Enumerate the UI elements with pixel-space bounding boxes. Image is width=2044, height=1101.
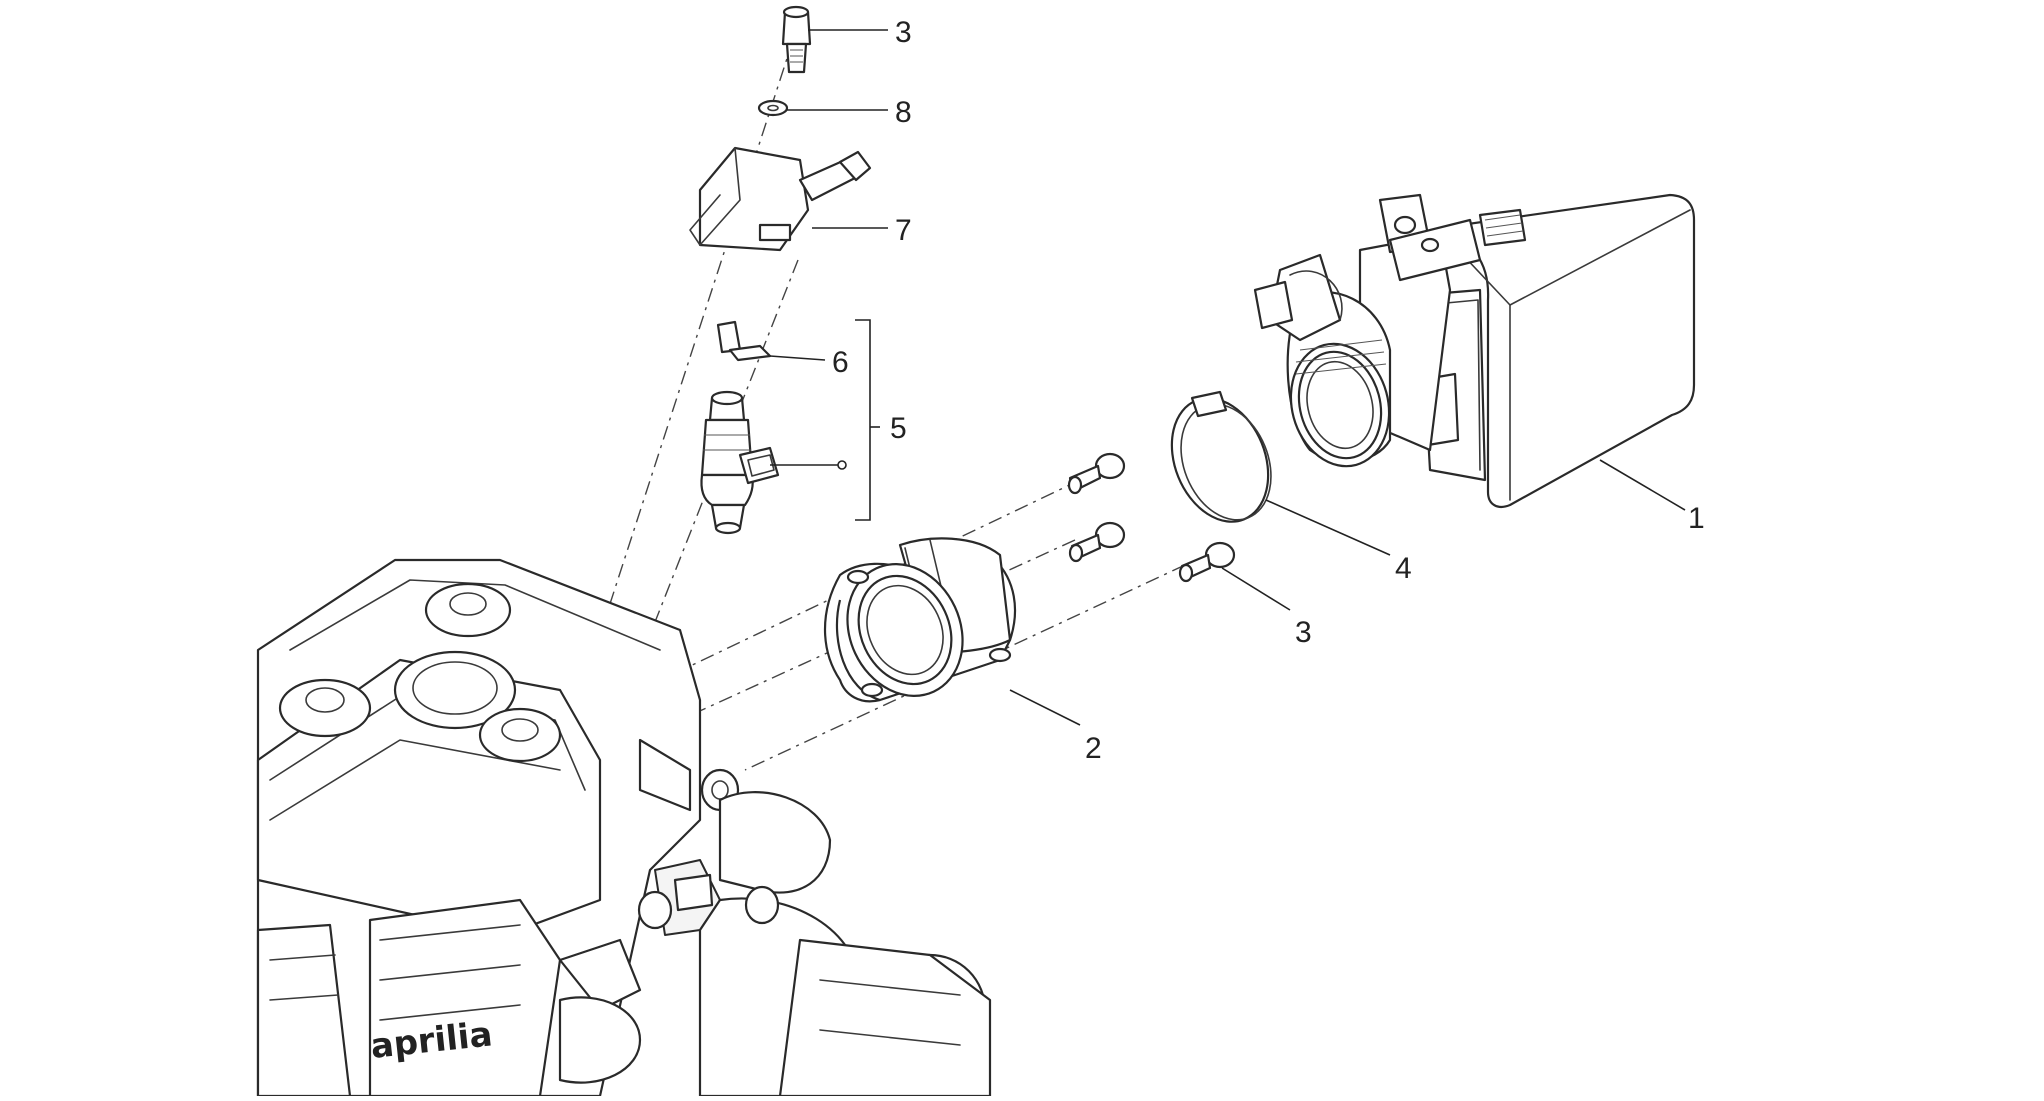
bolt-manifold-upper bbox=[1067, 452, 1126, 495]
callout-2: 2 bbox=[1085, 732, 1102, 765]
leader-lines bbox=[769, 29, 1686, 726]
intake-manifold bbox=[824, 537, 1017, 703]
callout-7: 7 bbox=[895, 214, 912, 247]
engine-cylinder-head bbox=[256, 558, 992, 1098]
callout-1: 1 bbox=[1688, 502, 1705, 535]
callout-3-right: 3 bbox=[1295, 616, 1312, 649]
washer bbox=[757, 99, 789, 117]
callout-3-top: 3 bbox=[895, 16, 912, 49]
callout-bracket-5 bbox=[855, 319, 871, 521]
callout-4: 4 bbox=[1395, 552, 1412, 585]
callout-8: 8 bbox=[895, 96, 912, 129]
hose-clamp bbox=[1170, 390, 1272, 523]
callout-6: 6 bbox=[832, 346, 849, 379]
throttle-body bbox=[1253, 193, 1696, 509]
injector-clip bbox=[716, 320, 772, 362]
fuel-rail-bracket bbox=[689, 146, 872, 252]
fuel-injector bbox=[700, 390, 780, 535]
bolt-top bbox=[781, 5, 812, 74]
bolt-manifold-middle bbox=[1068, 521, 1126, 563]
callout-5: 5 bbox=[890, 412, 907, 445]
bolt-manifold-lower bbox=[1178, 541, 1236, 583]
